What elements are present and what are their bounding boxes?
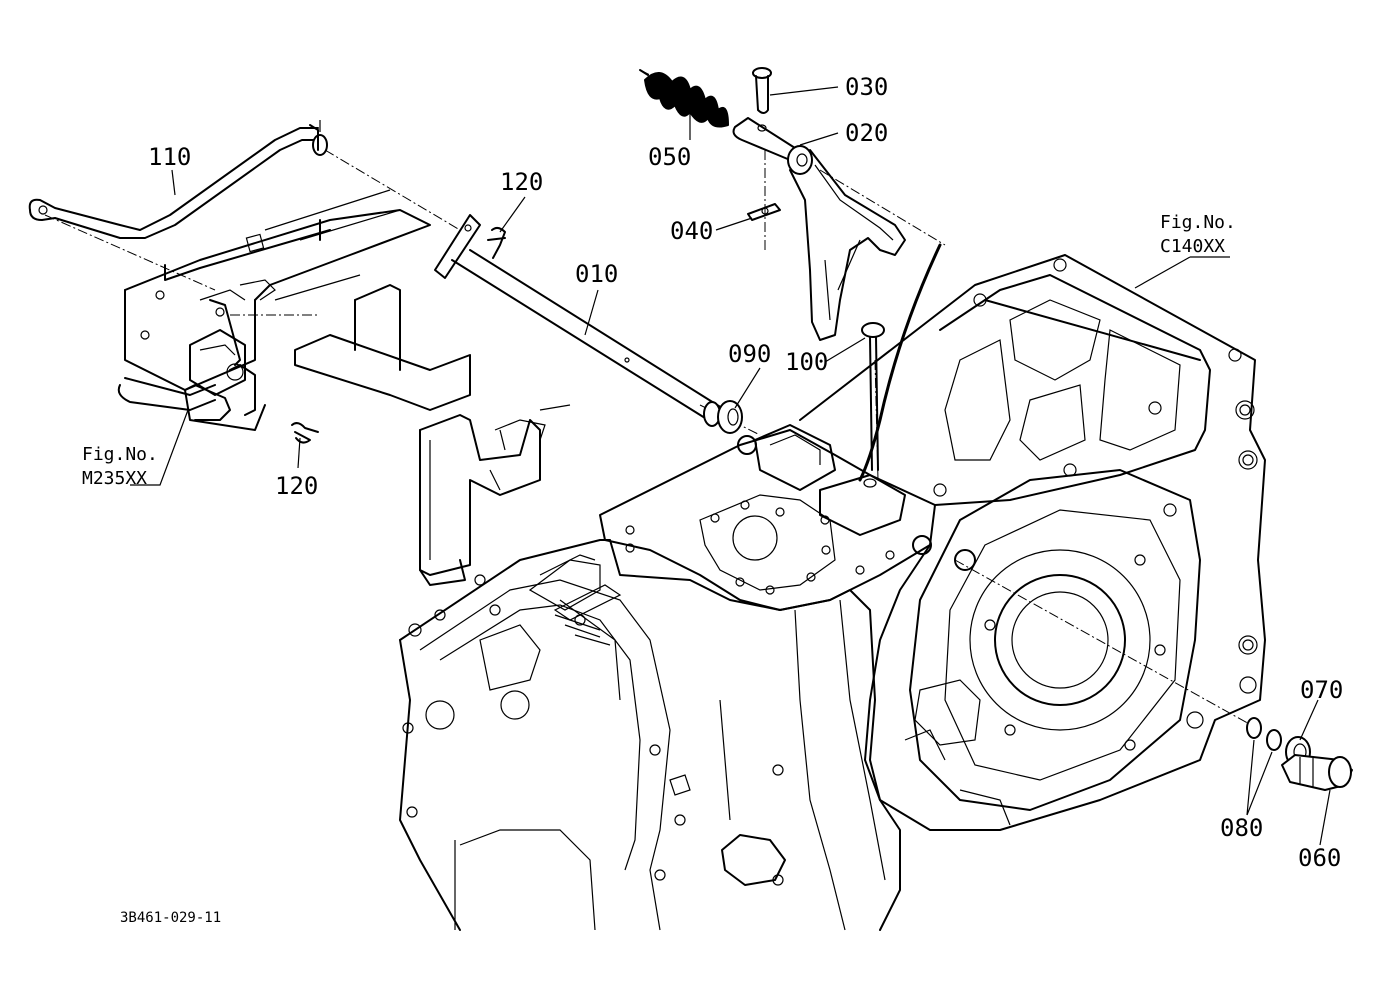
label-060: 060	[1298, 844, 1341, 872]
part-110-rod[interactable]	[28, 120, 328, 239]
part-060-plug[interactable]	[1281, 754, 1353, 791]
ref-m235-code: M235XX	[82, 468, 147, 489]
part-010-shaft[interactable]	[434, 214, 723, 427]
label-070: 070	[1300, 676, 1343, 704]
ref-c140-fig: Fig.No.	[1160, 212, 1236, 233]
part-100-dipstick[interactable]	[858, 243, 942, 482]
bracket-assembly	[117, 189, 571, 586]
part-090-seal[interactable]	[717, 400, 743, 434]
label-090: 090	[728, 340, 771, 368]
part-080-orings[interactable]	[1246, 717, 1282, 751]
ref-c140-code: C140XX	[1160, 236, 1225, 257]
part-120-clip-upper[interactable]	[487, 226, 506, 259]
label-110: 110	[148, 143, 191, 171]
drawing-code: 3B461-029-11	[120, 910, 221, 926]
label-100: 100	[785, 348, 828, 376]
part-120-clip-lower[interactable]	[291, 422, 319, 444]
part-030-pin[interactable]	[752, 67, 772, 114]
label-030: 030	[845, 73, 888, 101]
part-040-pin[interactable]	[747, 203, 781, 221]
part-labels: 110 120 010 030 020 050 040 090 100 120 …	[82, 73, 1343, 926]
label-080: 080	[1220, 814, 1263, 842]
center-lines	[44, 69, 1261, 731]
part-050-spring[interactable]	[639, 69, 729, 128]
label-120-upper: 120	[500, 168, 543, 196]
part-020-fork[interactable]	[732, 117, 906, 341]
leader-lines	[130, 86, 1331, 846]
label-050: 050	[648, 143, 691, 171]
transmission-case	[399, 254, 1266, 931]
label-040: 040	[670, 217, 713, 245]
label-020: 020	[845, 119, 888, 147]
label-120-lower: 120	[275, 472, 318, 500]
label-010: 010	[575, 260, 618, 288]
ref-m235-fig: Fig.No.	[82, 444, 158, 465]
